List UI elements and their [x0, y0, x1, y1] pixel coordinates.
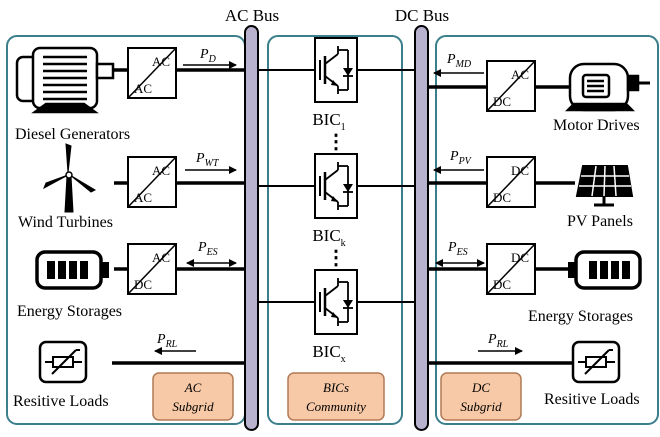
dc-battery-icon — [568, 250, 642, 290]
svg-text:AC: AC — [511, 67, 529, 82]
svg-text:DC: DC — [134, 277, 152, 292]
dc-resitive-loads-label: Resitive Loads — [544, 391, 640, 408]
dc-bus — [414, 25, 429, 431]
svg-text:AC: AC — [152, 250, 170, 265]
bic-1-label: BIC1 — [312, 110, 345, 133]
bic-k-symbol — [313, 152, 359, 220]
converter-dc-storage: DC DC — [486, 243, 536, 295]
pv-panel-icon — [575, 165, 634, 207]
label-p-d: PD — [199, 47, 217, 65]
svg-text:AC: AC — [184, 380, 202, 395]
bics-community-tag: BICs Community — [287, 372, 385, 421]
converter-ac-storage: AC DC — [127, 243, 177, 295]
svg-text:BICs: BICs — [323, 380, 349, 395]
svg-text:AC: AC — [152, 163, 170, 178]
svg-text:DC: DC — [471, 380, 490, 395]
label-p-es-dc: PES — [447, 240, 468, 258]
svg-text:DC: DC — [511, 250, 529, 265]
bic-1-symbol — [313, 36, 359, 104]
converter-wind: AC AC — [127, 156, 177, 208]
motor-drive-icon — [564, 62, 650, 112]
pv-panels-label: PV Panels — [567, 213, 633, 230]
dc-energy-storages-label: Energy Storages — [528, 308, 633, 325]
label-p-wt: PWT — [195, 151, 220, 169]
bic-k-label: BICk — [312, 226, 345, 249]
svg-text:AC: AC — [134, 190, 152, 205]
svg-text:AC: AC — [134, 81, 152, 96]
ac-bus-label: AC Bus — [225, 6, 279, 25]
ac-resitive-loads-label: Resitive Loads — [13, 393, 109, 410]
ac-subgrid-tag: AC Subgrid — [152, 372, 234, 421]
bic-x-label: BICx — [312, 342, 345, 365]
svg-text:Subgrid: Subgrid — [172, 399, 214, 414]
svg-text:Community: Community — [306, 399, 366, 414]
ac-energy-storages-label: Energy Storages — [17, 303, 122, 320]
converter-pv: DC DC — [486, 156, 536, 208]
wind-turbines-label: Wind Turbines — [18, 214, 113, 231]
diesel-generators-label: Diesel Generators — [15, 126, 130, 143]
label-p-md: PMD — [446, 52, 472, 70]
bics-community-panel — [267, 35, 403, 425]
bic-dots-2: ⋮ — [326, 247, 346, 269]
bic-x-symbol — [313, 268, 359, 336]
dc-resistor-icon — [571, 340, 621, 384]
converter-diesel: AC AC — [127, 47, 177, 99]
motor-drives-label: Motor Drives — [553, 117, 640, 134]
label-p-rl-ac: PRL — [156, 332, 178, 350]
label-p-pv: PPV — [449, 149, 473, 167]
svg-text:DC: DC — [493, 94, 511, 109]
bic-dots-1: ⋮ — [326, 131, 346, 153]
converter-motor: AC DC — [486, 60, 536, 112]
label-p-rl-dc: PRL — [487, 332, 509, 350]
svg-text:DC: DC — [493, 190, 511, 205]
dc-subgrid-tag: DC Subgrid — [440, 372, 522, 421]
svg-text:DC: DC — [493, 277, 511, 292]
dc-subgrid-panel — [435, 35, 659, 425]
svg-text:Subgrid: Subgrid — [460, 399, 502, 414]
dc-bus-label: DC Bus — [395, 6, 449, 25]
ac-resistor-icon — [38, 340, 88, 384]
diesel-generator-icon — [15, 46, 115, 114]
ac-bus — [244, 25, 259, 431]
ac-feeder-lines — [112, 68, 249, 365]
ac-battery-icon — [35, 250, 109, 290]
label-p-es-ac: PES — [197, 240, 218, 258]
svg-text:DC: DC — [511, 163, 529, 178]
wind-turbine-icon — [43, 143, 97, 213]
svg-text:AC: AC — [152, 54, 170, 69]
